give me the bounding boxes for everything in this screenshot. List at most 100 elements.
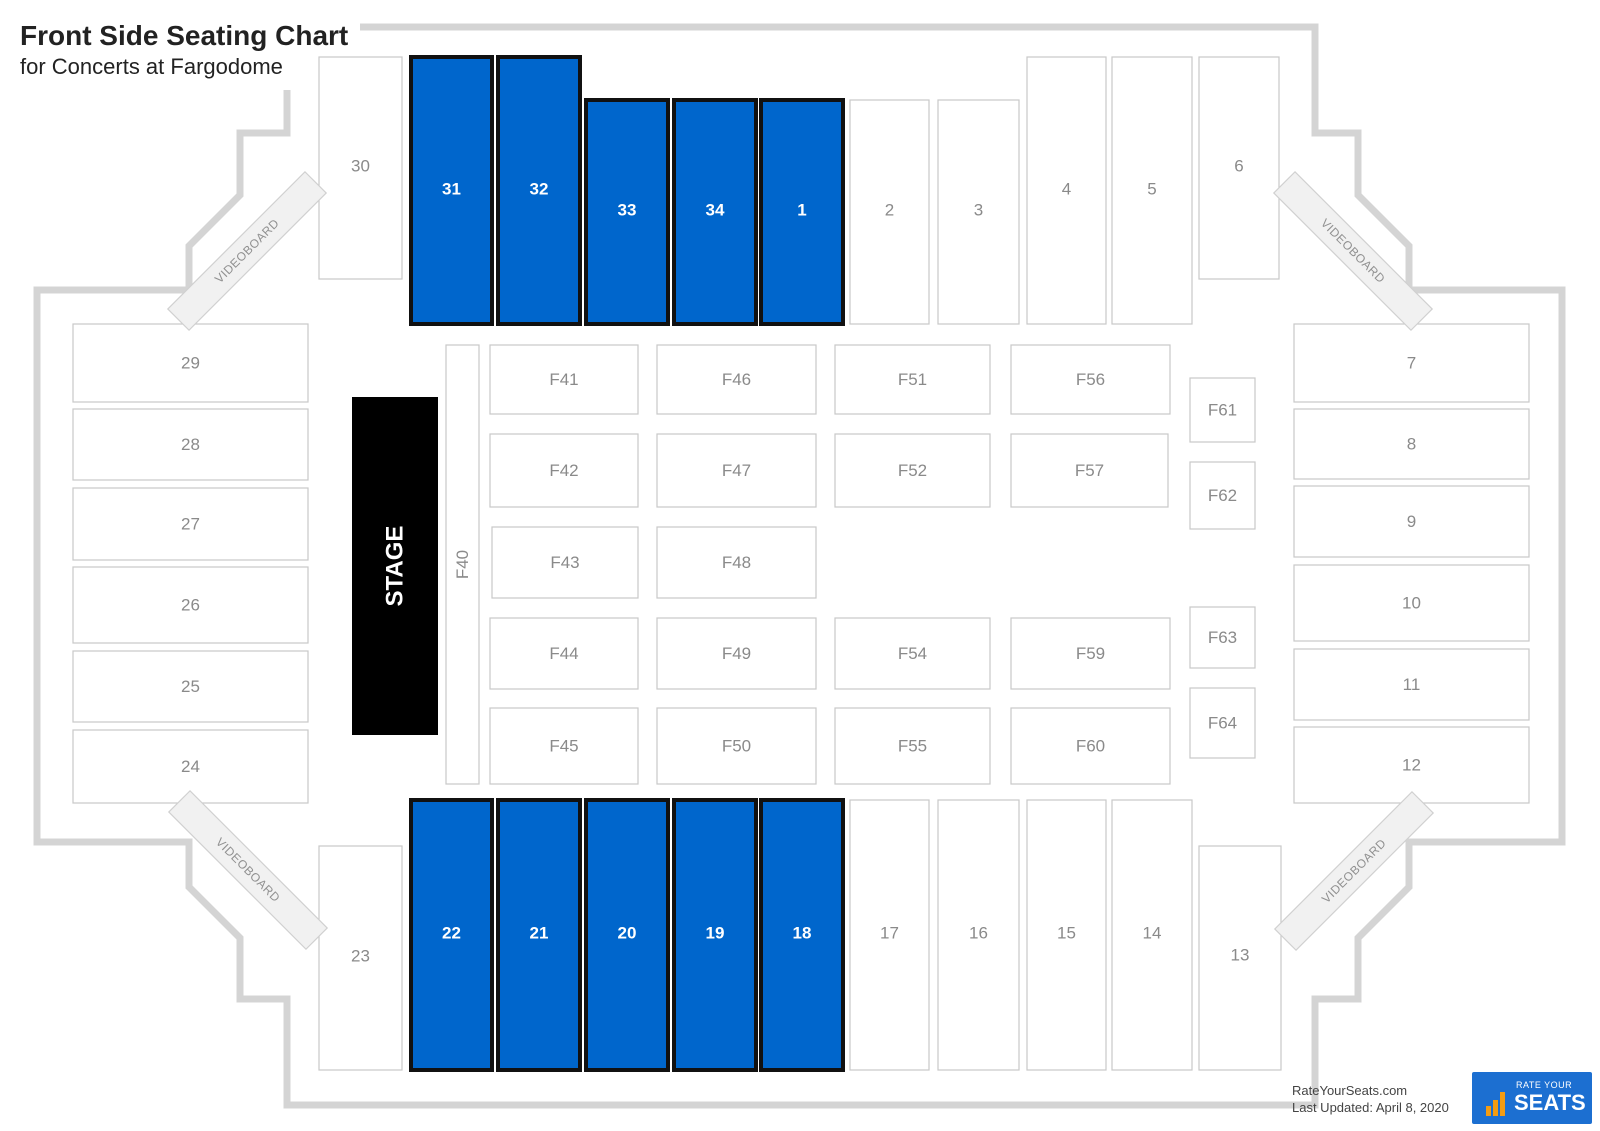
- section-label: 17: [880, 924, 899, 943]
- section-label: 33: [618, 201, 637, 220]
- footer-credit: RateYourSeats.com Last Updated: April 8,…: [1292, 1082, 1449, 1116]
- section-label: 32: [530, 180, 549, 199]
- section-label: F64: [1208, 714, 1237, 733]
- section-f54[interactable]: F54: [834, 617, 991, 690]
- section-f42[interactable]: F42: [489, 433, 639, 508]
- section-14[interactable]: 14: [1111, 799, 1193, 1071]
- section-28[interactable]: 28: [72, 408, 309, 481]
- section-label: F48: [722, 553, 751, 572]
- section-label: 5: [1147, 180, 1156, 199]
- section-label: F45: [549, 737, 578, 756]
- section-27[interactable]: 27: [72, 487, 309, 561]
- section-f41[interactable]: F41: [489, 344, 639, 415]
- section-10[interactable]: 10: [1293, 564, 1530, 642]
- section-label: F41: [549, 370, 578, 389]
- section-label: F59: [1076, 644, 1105, 663]
- section-label: F44: [549, 644, 578, 663]
- section-f62[interactable]: F62: [1189, 461, 1256, 530]
- footer-updated: Last Updated: April 8, 2020: [1292, 1100, 1449, 1115]
- section-f52[interactable]: F52: [834, 433, 991, 508]
- section-16[interactable]: 16: [937, 799, 1020, 1071]
- page-title: Front Side Seating Chart: [20, 20, 349, 51]
- section-19[interactable]: 19: [672, 798, 758, 1072]
- section-15[interactable]: 15: [1026, 799, 1107, 1071]
- section-20[interactable]: 20: [584, 798, 670, 1072]
- section-f61[interactable]: F61: [1189, 377, 1256, 443]
- section-17[interactable]: 17: [849, 799, 930, 1071]
- section-31[interactable]: 31: [409, 55, 494, 326]
- section-6[interactable]: 6: [1198, 56, 1280, 280]
- videoboard-label: VIDEOBOARD: [1318, 216, 1388, 286]
- venue-outline: [33, 23, 1566, 1109]
- videoboard-label: VIDEOBOARD: [212, 216, 282, 286]
- section-label: 31: [442, 180, 461, 199]
- section-label: F52: [898, 461, 927, 480]
- section-8[interactable]: 8: [1293, 408, 1530, 480]
- section-33[interactable]: 33: [584, 98, 670, 326]
- section-f57[interactable]: F57: [1010, 433, 1169, 508]
- section-f51[interactable]: F51: [834, 344, 991, 415]
- section-f48[interactable]: F48: [656, 526, 817, 599]
- section-label: 3: [974, 201, 983, 220]
- section-label: F49: [722, 644, 751, 663]
- bar-chart-icon: [1486, 1092, 1508, 1116]
- section-21[interactable]: 21: [496, 798, 582, 1072]
- section-3[interactable]: 3: [937, 99, 1020, 325]
- section-label: F63: [1208, 628, 1237, 647]
- section-label: 13: [1231, 946, 1250, 965]
- section-f55[interactable]: F55: [834, 707, 991, 785]
- stage: STAGE: [352, 397, 438, 735]
- section-f46[interactable]: F46: [656, 344, 817, 415]
- section-f45[interactable]: F45: [489, 707, 639, 785]
- section-30[interactable]: 30: [318, 56, 403, 280]
- section-label: 25: [181, 677, 200, 696]
- section-label: 10: [1402, 594, 1421, 613]
- section-12[interactable]: 12: [1293, 726, 1530, 804]
- section-7[interactable]: 7: [1293, 323, 1530, 403]
- section-label: F42: [549, 461, 578, 480]
- section-f49[interactable]: F49: [656, 617, 817, 690]
- footer-site[interactable]: RateYourSeats.com: [1292, 1083, 1408, 1098]
- section-label: 7: [1407, 354, 1416, 373]
- section-label: F46: [722, 370, 751, 389]
- section-f63[interactable]: F63: [1189, 606, 1256, 669]
- section-4[interactable]: 4: [1026, 56, 1107, 325]
- section-f43[interactable]: F43: [491, 526, 639, 599]
- section-32[interactable]: 32: [496, 55, 582, 326]
- section-f47[interactable]: F47: [656, 433, 817, 508]
- section-9[interactable]: 9: [1293, 485, 1530, 558]
- section-34[interactable]: 34: [672, 98, 758, 326]
- section-f59[interactable]: F59: [1010, 617, 1171, 690]
- section-18[interactable]: 18: [759, 798, 845, 1072]
- section-26[interactable]: 26: [72, 566, 309, 644]
- section-1[interactable]: 1: [759, 98, 845, 326]
- section-label: 2: [885, 201, 894, 220]
- section-f64[interactable]: F64: [1189, 687, 1256, 759]
- section-f56[interactable]: F56: [1010, 344, 1171, 415]
- section-11[interactable]: 11: [1293, 648, 1530, 721]
- section-5[interactable]: 5: [1111, 56, 1193, 325]
- section-label: 16: [969, 924, 988, 943]
- section-label: F40: [453, 550, 472, 579]
- section-label: F47: [722, 461, 751, 480]
- section-f60[interactable]: F60: [1010, 707, 1171, 785]
- section-label: 6: [1234, 157, 1243, 176]
- section-f40[interactable]: F40: [445, 344, 480, 785]
- section-label: 11: [1403, 675, 1421, 694]
- section-29[interactable]: 29: [72, 323, 309, 403]
- section-label: F60: [1076, 737, 1105, 756]
- section-13[interactable]: 13: [1198, 845, 1282, 1071]
- section-label: 23: [351, 947, 370, 966]
- section-22[interactable]: 22: [409, 798, 494, 1072]
- section-label: F54: [898, 644, 927, 663]
- section-label: 26: [181, 596, 200, 615]
- rateyourseats-logo[interactable]: RATE YOUR SEATS: [1472, 1072, 1592, 1124]
- section-23[interactable]: 23: [318, 845, 403, 1071]
- videoboard-label: VIDEOBOARD: [213, 835, 283, 905]
- section-f44[interactable]: F44: [489, 617, 639, 690]
- videoboard-label: VIDEOBOARD: [1319, 836, 1389, 906]
- section-f50[interactable]: F50: [656, 707, 817, 785]
- section-25[interactable]: 25: [72, 650, 309, 723]
- section-2[interactable]: 2: [849, 99, 930, 325]
- section-label: 34: [706, 201, 725, 220]
